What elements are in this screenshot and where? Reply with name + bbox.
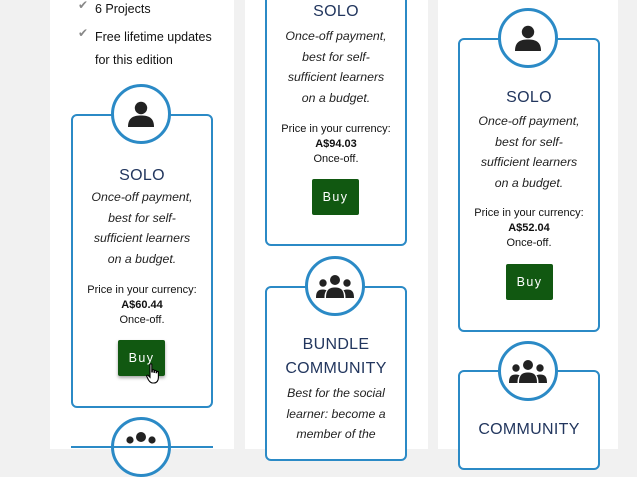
plan-description: Once-off payment, best for self- suffici… bbox=[73, 187, 211, 269]
desc-line: sufficient learners bbox=[93, 231, 191, 245]
plan-description: Best for the social learner: become a me… bbox=[267, 383, 405, 445]
plan-title: SOLO bbox=[506, 89, 552, 106]
plan-description: Once-off payment, best for self- suffici… bbox=[460, 111, 598, 193]
desc-line: sufficient learners bbox=[287, 70, 385, 84]
buy-button[interactable]: Buy bbox=[312, 179, 359, 215]
feature-text-line2: for this edition bbox=[95, 53, 173, 67]
plan-title-line: COMMUNITY bbox=[285, 360, 387, 377]
desc-line: learner: become a bbox=[286, 406, 386, 421]
desc-line: best for self- bbox=[302, 49, 370, 64]
desc-line: best for self- bbox=[108, 210, 176, 225]
desc-line: on a budget. bbox=[107, 251, 177, 266]
card-top-edge bbox=[71, 446, 213, 451]
feature-list: ✔ 6 Projects ✔ Free lifetime updates for… bbox=[78, 0, 212, 77]
community-icon-circle bbox=[305, 256, 365, 316]
user-icon bbox=[515, 25, 541, 51]
feature-text-line1: Free lifetime updates bbox=[95, 30, 212, 44]
solo-card-right: SOLO Once-off payment, best for self- su… bbox=[458, 38, 600, 332]
solo-icon-circle bbox=[111, 84, 171, 144]
price-label: Price in your currency: bbox=[87, 284, 197, 296]
users-icon bbox=[126, 432, 156, 444]
plan-title-line: BUNDLE bbox=[302, 336, 370, 353]
feature-text: Free lifetime updates for this edition bbox=[95, 26, 212, 72]
users-icon bbox=[509, 360, 547, 383]
users-icon bbox=[316, 275, 354, 298]
desc-line: on a budget. bbox=[494, 175, 564, 190]
payment-type: Once-off. bbox=[119, 314, 165, 326]
desc-line: Best for the social bbox=[287, 386, 385, 400]
plan-title: SOLO bbox=[313, 3, 359, 20]
desc-line: best for self- bbox=[495, 134, 563, 149]
solo-card-left: SOLO Once-off payment, best for self- su… bbox=[71, 114, 213, 408]
price-value: A$60.44 bbox=[121, 299, 163, 311]
price-label: Price in your currency: bbox=[281, 123, 391, 135]
buy-button[interactable]: Buy bbox=[118, 340, 165, 376]
check-icon: ✔ bbox=[78, 26, 89, 40]
solo-icon-circle bbox=[498, 8, 558, 68]
plan-description: Once-off payment, best for self- suffici… bbox=[267, 26, 405, 108]
buy-button[interactable]: Buy bbox=[506, 264, 553, 300]
desc-line: Once-off payment, bbox=[478, 114, 580, 128]
price-value: A$94.03 bbox=[315, 138, 357, 150]
price-label: Price in your currency: bbox=[474, 207, 584, 219]
community-icon-circle bbox=[498, 341, 558, 401]
desc-line: Once-off payment, bbox=[285, 29, 387, 43]
price-value: A$52.04 bbox=[508, 222, 550, 234]
hand-pointer-icon bbox=[146, 363, 159, 384]
desc-line: Once-off payment, bbox=[91, 190, 193, 204]
payment-type: Once-off. bbox=[313, 153, 359, 165]
feature-item: ✔ Free lifetime updates for this edition bbox=[78, 26, 212, 72]
desc-line: on a budget. bbox=[301, 90, 371, 105]
feature-text: 6 Projects bbox=[95, 2, 151, 16]
user-icon bbox=[128, 101, 154, 127]
plan-title: SOLO bbox=[119, 167, 165, 184]
desc-line: member of the bbox=[296, 427, 376, 441]
check-icon: ✔ bbox=[78, 0, 89, 12]
plan-title: COMMUNITY bbox=[478, 421, 580, 438]
feature-item: ✔ 6 Projects bbox=[78, 0, 212, 21]
payment-type: Once-off. bbox=[506, 237, 552, 249]
desc-line: sufficient learners bbox=[480, 155, 578, 169]
